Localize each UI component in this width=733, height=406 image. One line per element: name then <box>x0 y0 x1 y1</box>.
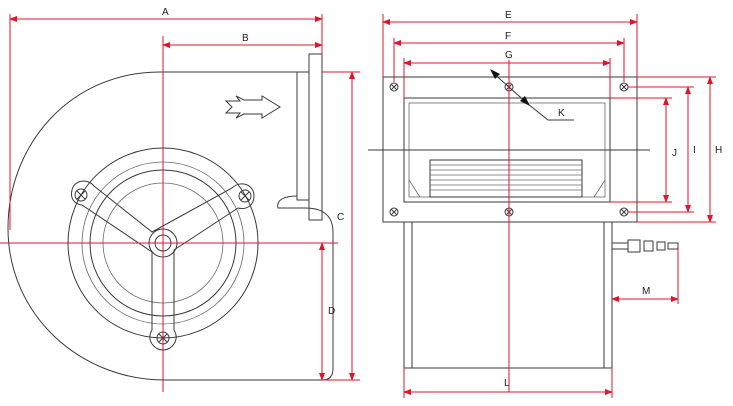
leader-arrow-k <box>490 69 500 79</box>
dimension-label-d: D <box>328 306 335 317</box>
cable-connector <box>612 239 679 253</box>
outlet-corner-line <box>593 179 606 198</box>
dimension-label-b: B <box>242 33 249 44</box>
dimension-label-f: F <box>505 31 511 42</box>
impeller-blades <box>430 164 582 191</box>
dimension-label-h: H <box>715 145 722 156</box>
airflow-arrow-icon <box>224 95 281 119</box>
outlet-flange-plate <box>308 53 323 221</box>
screw-icon <box>74 188 88 202</box>
side-view: A B C D <box>0 7 360 392</box>
dimension-label-m: M <box>642 286 650 297</box>
dimension-label-k: K <box>558 108 565 119</box>
screw-icon <box>238 189 252 203</box>
screw-icon <box>619 82 629 92</box>
front-view: E F G H I J K L M <box>368 10 722 398</box>
dimension-label-a: A <box>162 7 169 18</box>
dimension-label-e: E <box>505 10 512 21</box>
dimension-label-i: I <box>693 145 696 156</box>
dimension-line-k <box>491 71 574 121</box>
screw-icon <box>389 207 399 217</box>
leader-arrow-k <box>520 96 530 106</box>
motor-body <box>403 221 613 369</box>
outlet-flange <box>296 71 310 201</box>
scroll-housing <box>7 71 334 381</box>
dimension-label-c: C <box>337 212 344 223</box>
impeller <box>429 159 583 198</box>
outlet-corner-line <box>408 179 421 198</box>
dimension-label-l: L <box>504 378 510 389</box>
dimension-label-j: J <box>672 148 677 159</box>
screw-icon <box>619 207 629 217</box>
dimension-label-g: G <box>505 50 513 61</box>
screw-icon <box>389 82 399 92</box>
